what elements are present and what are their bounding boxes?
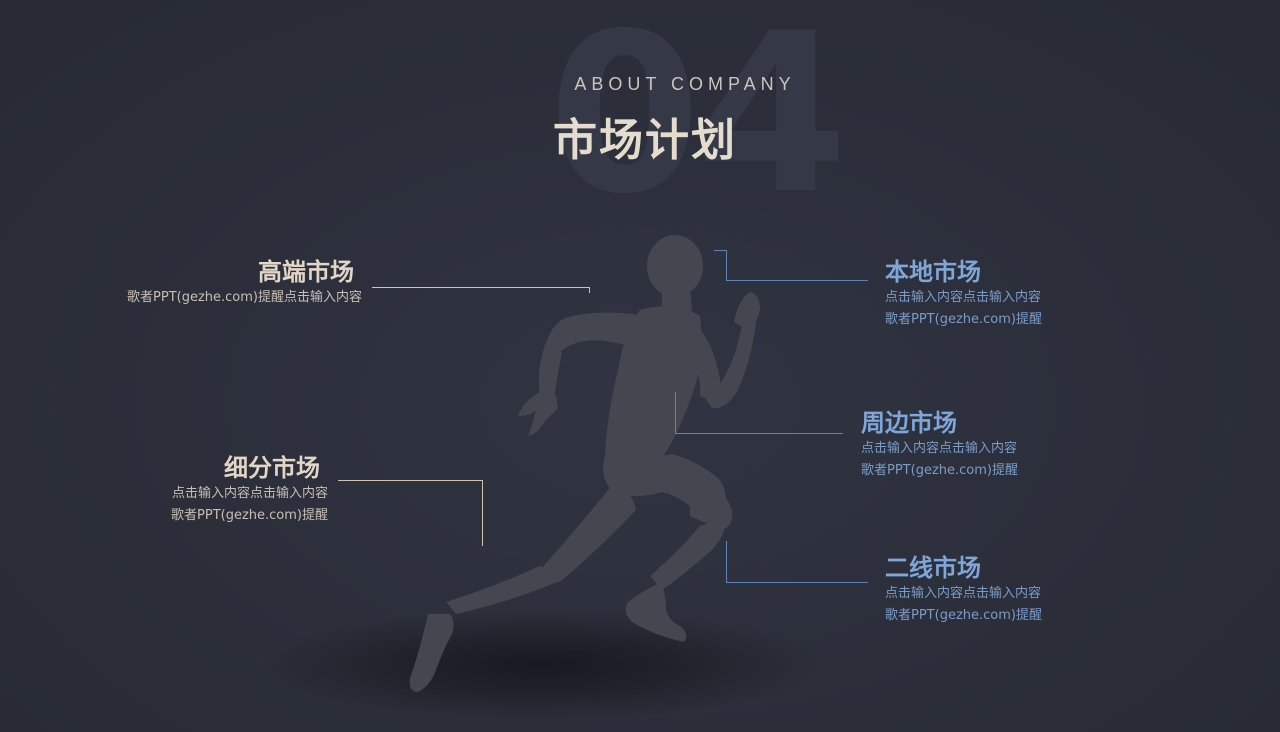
item-title-second-tier: 二线市场 xyxy=(885,554,981,582)
item-desc-second-tier-line2: 歌者PPT(gezhe.com)提醒 xyxy=(885,608,1042,623)
item-desc-high-end: 歌者PPT(gezhe.com)提醒点击输入内容 xyxy=(127,290,362,305)
item-title-high-end: 高端市场 xyxy=(258,258,354,286)
item-title-segment: 细分市场 xyxy=(224,454,320,482)
connector-drop-segment xyxy=(482,480,483,546)
connector-drop-second-tier xyxy=(726,541,727,582)
connector-top-local xyxy=(714,250,726,251)
connector-line-high-end xyxy=(372,287,590,288)
connector-drop-surrounding xyxy=(675,392,676,433)
item-desc-local-line1: 点击输入内容点击输入内容 xyxy=(885,290,1042,305)
item-title-local: 本地市场 xyxy=(885,258,981,286)
background-number: 04 xyxy=(548,0,848,242)
item-desc-surrounding-line1: 点击输入内容点击输入内容 xyxy=(861,441,1018,456)
connector-line-local xyxy=(726,280,868,281)
connector-drop-local xyxy=(726,250,727,280)
item-desc-surrounding: 点击输入内容点击输入内容 歌者PPT(gezhe.com)提醒 xyxy=(861,438,1061,482)
connector-line-second-tier xyxy=(726,582,868,583)
connector-tick-high-end xyxy=(589,287,590,293)
ground-shadow xyxy=(260,610,820,720)
item-desc-surrounding-line2: 歌者PPT(gezhe.com)提醒 xyxy=(861,463,1018,478)
item-desc-segment-line1: 点击输入内容点击输入内容 xyxy=(171,486,328,501)
item-desc-second-tier-line1: 点击输入内容点击输入内容 xyxy=(885,586,1042,601)
runner-icon xyxy=(409,235,760,692)
item-desc-local: 点击输入内容点击输入内容 歌者PPT(gezhe.com)提醒 xyxy=(885,287,1085,331)
page-title: 市场计划 xyxy=(553,115,737,166)
subtitle: ABOUT COMPANY xyxy=(574,74,796,94)
connector-line-segment xyxy=(338,480,483,481)
connector-line-surrounding xyxy=(675,433,843,434)
item-title-surrounding: 周边市场 xyxy=(861,409,957,437)
item-desc-local-line2: 歌者PPT(gezhe.com)提醒 xyxy=(885,312,1042,327)
item-desc-second-tier: 点击输入内容点击输入内容 歌者PPT(gezhe.com)提醒 xyxy=(885,583,1085,627)
item-desc-segment: 点击输入内容点击输入内容 歌者PPT(gezhe.com)提醒 xyxy=(128,483,328,527)
item-desc-segment-line2: 歌者PPT(gezhe.com)提醒 xyxy=(171,508,328,523)
